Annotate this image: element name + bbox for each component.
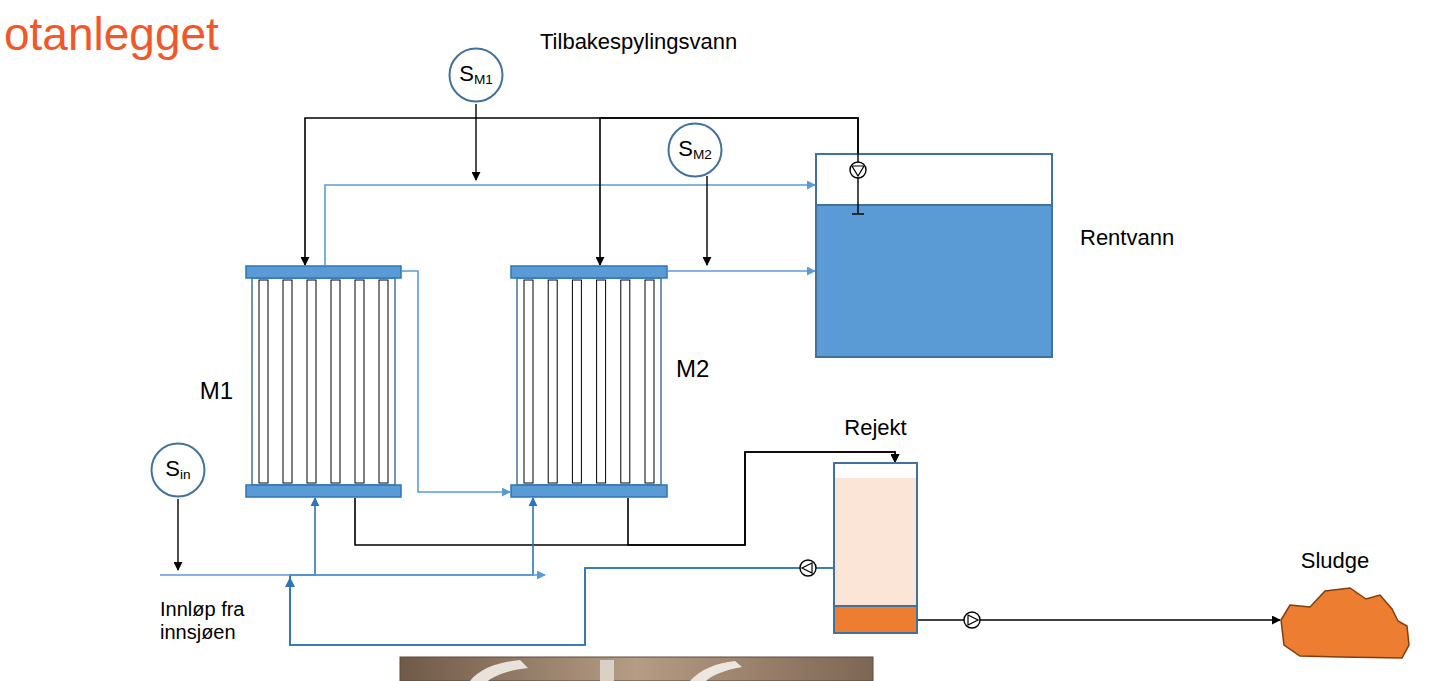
inlet-label: Innløp fra innsjøen	[160, 598, 290, 644]
sensor-pointer	[706, 176, 707, 265]
label-holder: Tilbakespylingsvann	[540, 29, 737, 54]
flow-connector	[325, 185, 815, 265]
sensor-circle: SM2	[667, 122, 723, 178]
text-holder: Rejekt	[813, 415, 938, 440]
membrane-module-outline	[245, 265, 402, 498]
sludge-pump	[964, 612, 980, 628]
sensor-circle: Sin	[150, 442, 206, 498]
flow-connector	[668, 270, 815, 272]
title-holder: otanlegget	[4, 8, 219, 61]
sludge-pile: Sludge	[1280, 585, 1410, 660]
page-title: otanlegget	[4, 8, 219, 61]
reject-tank-outline	[833, 462, 918, 634]
membrane-module: M1	[245, 265, 402, 498]
flow-label: Tilbakespylingsvann	[540, 29, 737, 54]
tank-label: Rentvann	[1080, 225, 1174, 250]
label-holder: Innløp fra innsjøen	[160, 598, 290, 644]
text-holder: Sludge	[1260, 548, 1410, 573]
reject-tank: Rejekt	[833, 462, 918, 634]
sensor-circle: SM1	[448, 47, 504, 103]
sensor-label: SM1	[459, 61, 493, 88]
sludge-pile-outline	[1280, 585, 1410, 660]
text-holder: SM1	[448, 47, 504, 103]
clean-water-tank-outline	[815, 153, 1053, 358]
plant-photo	[400, 657, 873, 681]
module-label: M2	[676, 355, 709, 383]
sensor-pointer	[177, 499, 178, 570]
clean-water-tank: Rentvann	[815, 153, 1053, 358]
recirculation-pump	[800, 560, 816, 576]
flow-connector	[918, 619, 1280, 621]
membrane-module-outline	[510, 265, 668, 498]
sensor-label: Sin	[165, 456, 190, 483]
text-holder: Sin	[150, 442, 206, 498]
text-holder: M2	[676, 355, 709, 383]
backwash-pump	[850, 153, 866, 214]
sludge-label: Sludge	[1260, 548, 1410, 573]
sensor-pointer	[475, 104, 476, 180]
flow-connector	[402, 271, 510, 492]
junction-arrow	[285, 577, 295, 587]
text-holder: M1	[200, 377, 233, 405]
inlet-line	[160, 574, 545, 576]
text-holder: Rentvann	[1080, 225, 1174, 250]
flow-connector	[290, 498, 833, 645]
membrane-module: M2	[510, 265, 668, 498]
module-label: M1	[200, 377, 233, 405]
flow-connector	[290, 498, 833, 645]
tank-label: Rejekt	[813, 415, 938, 440]
text-holder: SM2	[667, 122, 723, 178]
flow-connector	[305, 118, 858, 265]
sensor-label: SM2	[678, 136, 712, 163]
